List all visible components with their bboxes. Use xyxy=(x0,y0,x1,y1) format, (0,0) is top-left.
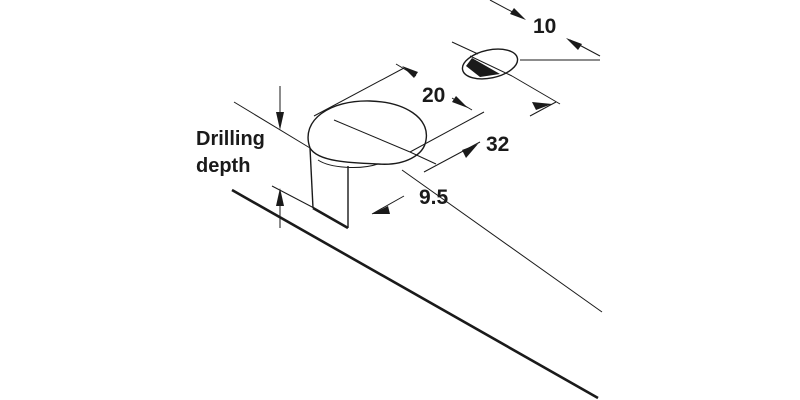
cup-hole-wall-left xyxy=(309,147,314,209)
dim-9-5-line xyxy=(371,195,405,215)
dim-32-ext-right xyxy=(511,75,561,105)
dim-20-lines xyxy=(313,63,485,153)
dim-10-arrow-top xyxy=(510,8,526,20)
depth-arrow-bottom xyxy=(276,188,284,206)
dim-20-arrow-right xyxy=(452,96,468,108)
dim-9-5-label: 9.5 xyxy=(419,186,449,209)
dim-9-5-arrow xyxy=(372,206,390,214)
depth-ext-bottom xyxy=(271,185,315,209)
dim-10-lines xyxy=(451,0,601,61)
dim-32-label: 32 xyxy=(486,133,509,156)
cup-hole-top-ellipse xyxy=(307,100,428,165)
small-hole xyxy=(461,48,519,80)
dim-32-line-b xyxy=(529,101,557,117)
small-hole-shading xyxy=(466,58,500,77)
cup-hole-inner-curve xyxy=(317,159,379,168)
dim-10-ext-left xyxy=(451,41,479,55)
small-hole-centre-line xyxy=(469,55,513,77)
dim-32-arrow-left xyxy=(462,144,478,158)
dim-9-5-lines xyxy=(371,195,405,215)
depth-arrow-top xyxy=(276,112,284,130)
depth-ext-top xyxy=(233,101,311,149)
dim-10-arrow-right xyxy=(566,38,582,50)
cup-hole-bottom-edge xyxy=(312,206,349,230)
drilling-depth-label-line2: depth xyxy=(196,155,250,177)
dim-32-arrow-right xyxy=(532,102,552,110)
small-hole-ellipse xyxy=(461,48,519,80)
dim-32-ext-left xyxy=(409,151,437,165)
panel-edge-thin xyxy=(401,169,603,313)
cup-hole-centre-line xyxy=(333,119,411,153)
dim-32-lines xyxy=(409,75,561,173)
dim-10-label: 10 xyxy=(533,15,556,38)
dim-20-label: 20 xyxy=(422,84,445,107)
drilling-depth-dimension xyxy=(233,86,315,228)
panel-edge-thick xyxy=(231,188,599,400)
dim-20-ext-left xyxy=(313,67,405,117)
drilling-depth-label-line1: Drilling xyxy=(196,128,265,150)
dim-20-arrow-left xyxy=(402,66,418,78)
dim-20-ext-right xyxy=(409,111,485,153)
cup-hole xyxy=(307,100,428,230)
